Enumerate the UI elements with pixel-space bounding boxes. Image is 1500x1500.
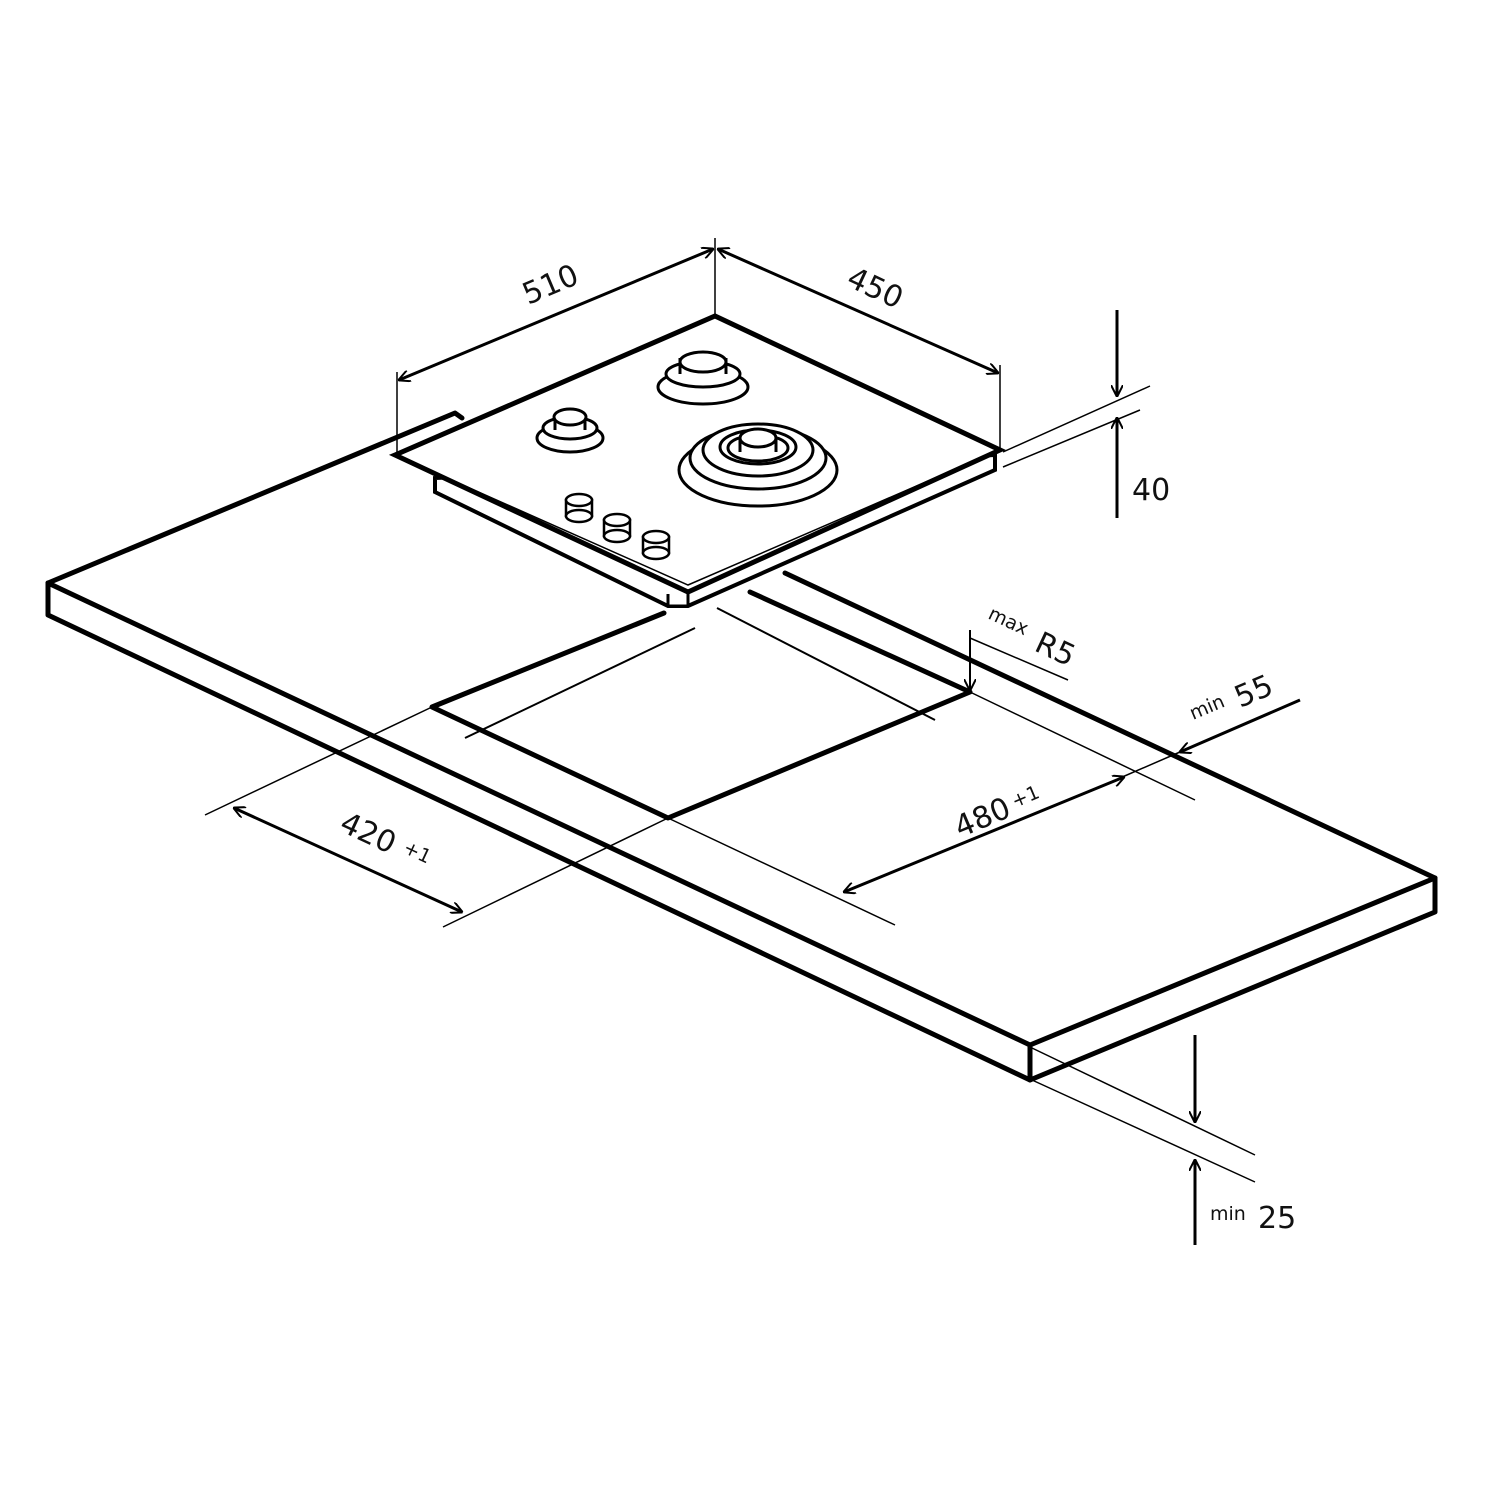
- gas-hob: [388, 313, 1006, 608]
- label-420: 420: [335, 806, 402, 862]
- knob-3[interactable]: [641, 529, 671, 561]
- label-480-tolerance: +1: [1008, 781, 1042, 812]
- label-40: 40: [1132, 473, 1170, 508]
- label-max: max: [985, 603, 1032, 640]
- label-25: 25: [1258, 1201, 1296, 1236]
- worktop: [45, 410, 1438, 1083]
- label-min-55-prefix: min: [1186, 690, 1228, 724]
- label-min-25-prefix: min: [1210, 1203, 1246, 1225]
- burner-wok: [677, 422, 839, 508]
- control-knobs: [564, 492, 671, 561]
- burner-small: [535, 407, 605, 454]
- label-510: 510: [517, 258, 583, 313]
- label-420-tolerance: +1: [400, 837, 435, 869]
- label-480: 480: [949, 791, 1015, 846]
- dimension-rear-gap: min 55: [1180, 668, 1301, 752]
- dimension-corner-radius: max R5: [970, 603, 1081, 690]
- dimension-cutout-depth: 420 +1: [204, 706, 669, 928]
- worktop-cutout: [429, 589, 973, 821]
- knob-1[interactable]: [564, 492, 594, 524]
- knob-2[interactable]: [602, 512, 632, 544]
- dimension-worktop-thickness: min 25: [1031, 1035, 1296, 1245]
- dimension-hob-height: 40: [1002, 310, 1170, 518]
- label-55: 55: [1229, 668, 1278, 715]
